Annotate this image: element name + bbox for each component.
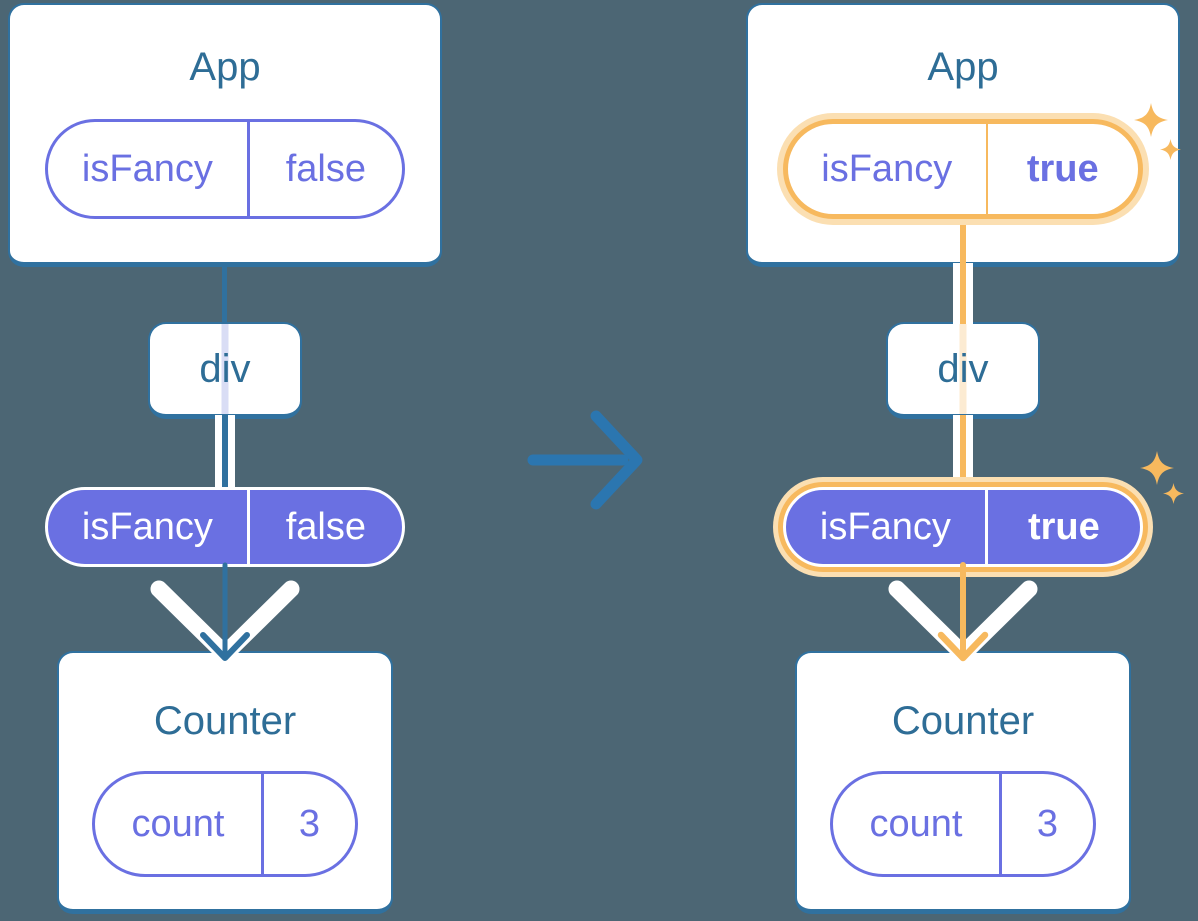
prop-key: isFancy [48,490,250,564]
div-element-card: div [148,322,302,419]
connector-state-line [960,415,966,481]
connector-white-bar [966,263,973,324]
transition-arrow-icon [527,410,643,510]
connector-div-pill [953,415,973,481]
down-arrow-head [937,631,989,662]
app-state-pill: isFancy false [45,119,405,219]
prop-flow-stripe [221,324,229,414]
state-key: isFancy [788,124,988,214]
state-value: 3 [298,802,321,845]
app-component-card: App isFancy false [8,3,442,267]
counter-component-card: Counter count 3 [57,651,393,914]
down-arrow-icon [888,562,1038,663]
state-value: true [1026,147,1099,190]
sparkle-icon [1140,451,1174,485]
state-line-stub [960,225,966,265]
connector-state-line [960,263,966,324]
counter-state-pill: count 3 [830,771,1096,877]
sparkle-icon [1134,103,1168,137]
connector-state-line [222,415,228,487]
tree-after: App isFancy true div isFancy true [738,0,1198,921]
connector-app-div [953,263,973,324]
connector-app-div [222,265,227,325]
div-label: div [937,347,989,391]
tree-before: App isFancy false div isFancy false Coun… [0,0,460,921]
prop-pill-highlighted: isFancy true [783,487,1143,567]
app-component-card: App isFancy true [746,3,1180,267]
counter-title: Counter [891,699,1035,743]
prop-key: isFancy [786,490,988,564]
app-title: App [189,45,261,89]
connector-div-pill [215,415,235,487]
state-value: false [285,147,367,190]
counter-title: Counter [153,699,297,743]
div-element-card: div [886,322,1040,419]
app-state-pill-highlighted: isFancy true [783,119,1143,219]
prop-value: true [1027,505,1100,548]
connector-white-bar [228,415,235,487]
connector-white-bar [953,415,960,481]
connector-white-bar [215,415,222,487]
state-value: 3 [1036,802,1059,845]
down-arrow-head [200,632,250,661]
state-key: count [833,774,1002,874]
connector-white-bar [966,415,973,481]
counter-state-pill: count 3 [92,771,358,877]
app-title: App [927,45,999,89]
prop-flow-stripe [959,324,967,414]
down-arrow-icon [150,562,300,663]
div-label: div [199,347,251,391]
counter-component-card: Counter count 3 [795,651,1131,914]
connector-white-bar [953,263,960,324]
state-key: isFancy [48,122,250,216]
prop-pill: isFancy false [45,487,405,567]
state-key: count [95,774,264,874]
sparkle-icon [1160,139,1181,160]
sparkle-icon [1163,483,1184,504]
prop-value: false [285,505,367,548]
